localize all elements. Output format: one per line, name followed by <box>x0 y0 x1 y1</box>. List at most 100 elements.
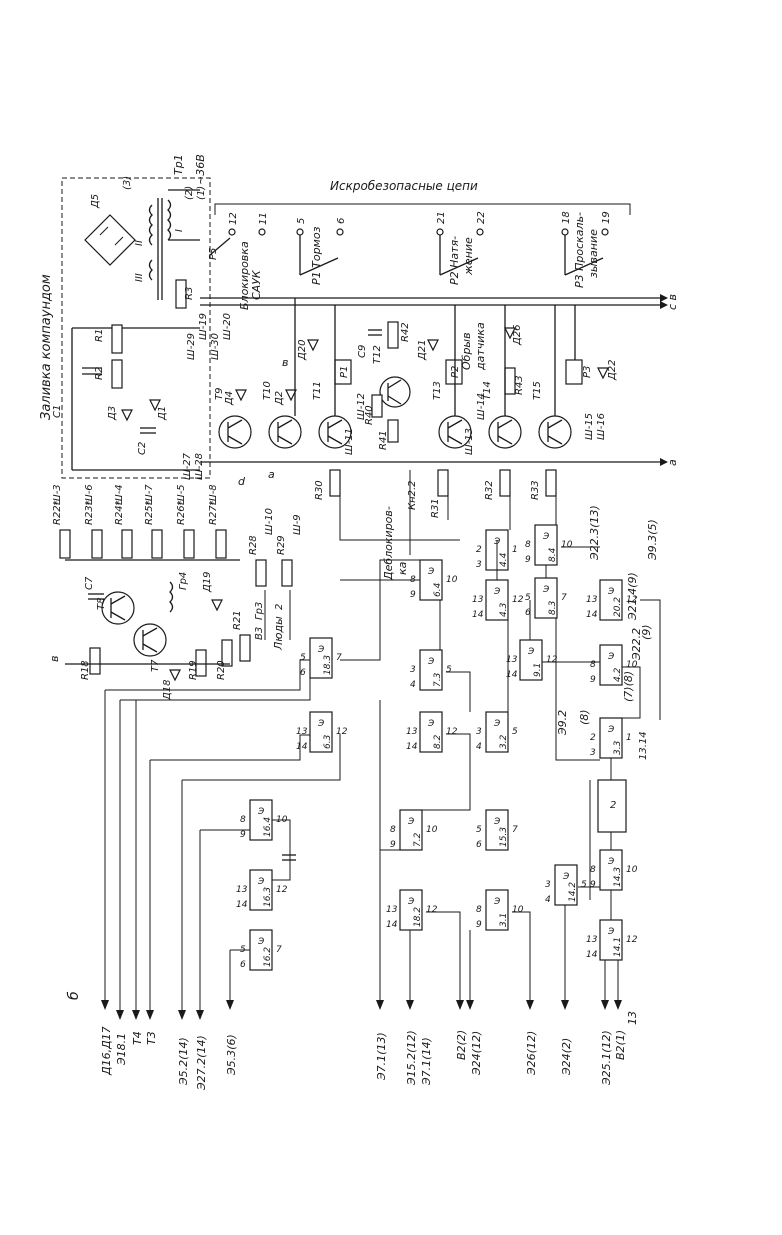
mid-label-5: Э22.2 <box>630 628 643 661</box>
t9-label: Т9 <box>214 388 225 400</box>
svg-text:Э: Э <box>493 587 501 597</box>
resistor-r21 <box>239 634 251 662</box>
mid-label-2: (8) <box>578 709 591 725</box>
svg-text:13: 13 <box>296 727 308 737</box>
svg-text:10: 10 <box>626 865 638 875</box>
resistor-r18 <box>89 647 101 675</box>
pin-3-label: (3) <box>122 176 133 190</box>
svg-text:14: 14 <box>406 742 418 752</box>
svg-text:14.1: 14.1 <box>613 937 623 957</box>
svg-text:3: 3 <box>410 665 416 675</box>
svg-text:5: 5 <box>476 825 482 835</box>
svg-text:5: 5 <box>525 593 531 603</box>
gate-6-4: Э 6.4 8 9 10 <box>410 559 458 601</box>
flip-flop-2: 2 <box>597 779 627 833</box>
svg-text:1: 1 <box>512 545 518 555</box>
r40-label: R40 <box>364 405 375 425</box>
svg-text:14: 14 <box>296 742 308 752</box>
d2-label: Д2 <box>274 391 285 406</box>
diode-d18 <box>169 669 181 682</box>
svg-text:3.3: 3.3 <box>613 740 623 755</box>
diode-d20 <box>307 339 319 352</box>
transformer-tr1 <box>148 189 200 300</box>
capacitor-c1 <box>82 367 102 375</box>
svg-text:16.3: 16.3 <box>263 887 273 907</box>
r18-label: R18 <box>80 660 91 680</box>
t11-label: Т11 <box>312 381 323 400</box>
out-label-3: Т4 <box>131 1031 144 1045</box>
svg-text:13: 13 <box>506 655 518 665</box>
out-label-12: Э24(12) <box>470 1031 483 1076</box>
svg-text:7.2: 7.2 <box>413 832 423 847</box>
resistor-r23 <box>91 529 103 559</box>
svg-text:Э: Э <box>607 857 615 867</box>
d5-label: Д5 <box>90 194 101 209</box>
sh28-label: Ш-28 <box>194 453 205 480</box>
capacitor-c8 <box>282 854 296 861</box>
r41-label: R41 <box>378 430 389 450</box>
svg-text:5: 5 <box>446 665 452 675</box>
break-label-2: датчика <box>474 322 487 371</box>
resistor-r27 <box>215 529 227 559</box>
winding-3-label: III <box>134 273 145 282</box>
svg-text:8: 8 <box>590 660 596 670</box>
terminal-22-label: 22 <box>476 211 487 224</box>
sh30-label: Ш-30 <box>210 333 221 360</box>
out-label-17: 13 <box>626 1011 639 1025</box>
gate-18-2: Э 18.2 13 14 12 <box>386 889 438 931</box>
svg-text:9: 9 <box>590 675 596 685</box>
svg-text:2: 2 <box>476 545 482 555</box>
p3-label: Р3 <box>582 366 593 378</box>
resistor-r32 <box>499 469 511 497</box>
c2-label: C2 <box>137 442 148 455</box>
diode-d19 <box>211 599 223 612</box>
gate-14-1: Э 14.1 13 14 12 <box>586 919 638 961</box>
mains-label: ~36В <box>194 154 207 185</box>
terminal-21-label: 21 <box>436 211 447 224</box>
mid-label-4: (9) <box>640 624 653 640</box>
svg-text:5: 5 <box>581 880 587 890</box>
r24-label: R24* <box>114 500 125 525</box>
sh3-label: Ш-3 <box>52 484 63 505</box>
resistor-r29 <box>281 559 293 587</box>
sh9-label: Ш-9 <box>292 514 303 535</box>
svg-text:Э: Э <box>542 532 550 542</box>
pin-1-label: (1) <box>196 186 207 200</box>
tension-label-2: жение <box>462 237 475 276</box>
svg-text:2: 2 <box>610 800 616 811</box>
pin-2-label: (2) <box>184 186 195 200</box>
terminal-6-label: 6 <box>336 218 347 224</box>
gate-6-3: Э 6.3 13 14 12 <box>296 711 348 753</box>
r2-label: R2 <box>94 367 105 380</box>
svg-text:3: 3 <box>590 748 596 758</box>
out-label-14: Э24(2) <box>560 1038 573 1076</box>
svg-text:10: 10 <box>426 825 438 835</box>
d19-label: Д19 <box>202 571 213 593</box>
terminal-18-label: 18 <box>561 211 572 224</box>
svg-text:18.3: 18.3 <box>323 655 333 675</box>
c9-label: С9 <box>357 345 368 358</box>
svg-text:13: 13 <box>386 905 398 915</box>
transistor-t12 <box>379 376 411 408</box>
terminal-21 <box>436 228 444 236</box>
gate-4-2: Э 4.2 8 9 10 <box>590 644 638 686</box>
svg-text:7.3: 7.3 <box>433 672 443 687</box>
gate-7-2: Э 7.2 8 9 10 <box>390 809 438 851</box>
potting-enclosure <box>61 177 211 479</box>
sh19-label: Ш-19 <box>198 313 209 340</box>
figure-label: б <box>66 991 82 1000</box>
svg-text:12: 12 <box>446 727 458 737</box>
svg-text:13: 13 <box>236 885 248 895</box>
out-label-1: Д16,Д17 <box>100 1026 113 1076</box>
out-label-11: В2(2) <box>455 1030 468 1060</box>
svg-text:Э: Э <box>607 927 615 937</box>
svg-text:Э: Э <box>427 719 435 729</box>
svg-text:14: 14 <box>586 950 598 960</box>
out-label-6: Э27.2(14) <box>195 1035 208 1091</box>
svg-text:12: 12 <box>336 727 348 737</box>
sh29-label: Ш-29 <box>186 333 197 360</box>
svg-text:13: 13 <box>406 727 418 737</box>
svg-text:16.4: 16.4 <box>263 817 273 837</box>
svg-text:8: 8 <box>590 865 596 875</box>
d22-label: Д22 <box>607 359 618 381</box>
